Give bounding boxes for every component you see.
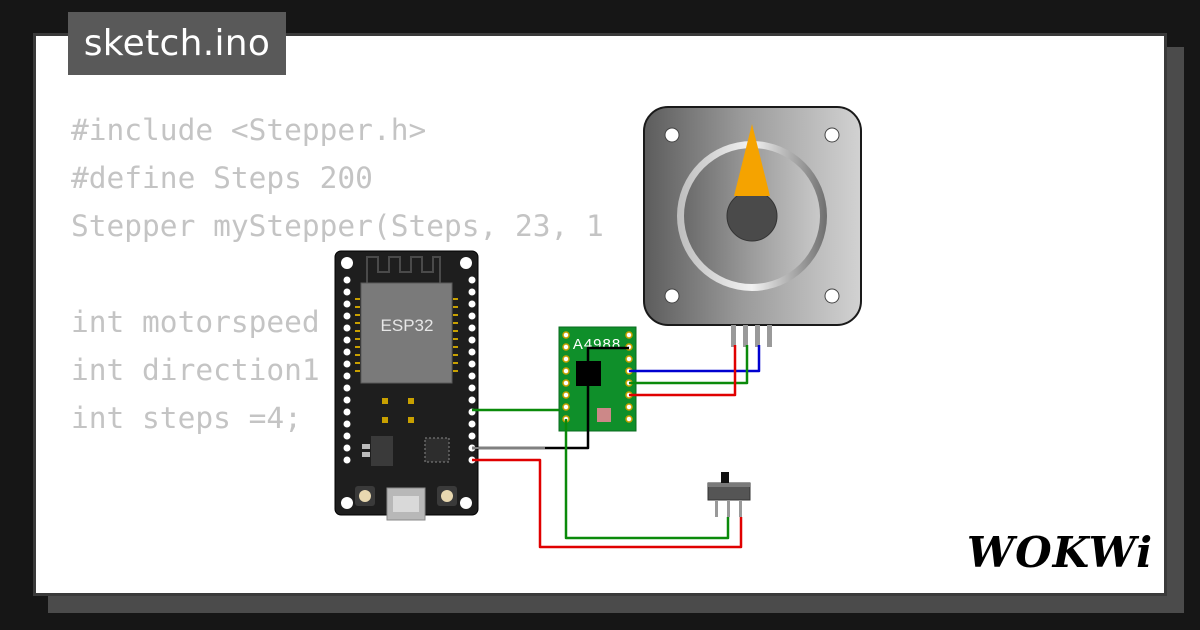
wire-switch-green (564, 419, 730, 540)
code-line-1: #include <Stepper.h> (71, 113, 427, 147)
code-line-5: int motorspeed (71, 305, 320, 339)
wires (472, 345, 761, 549)
esp32-label: ESP32 (381, 316, 434, 335)
stepper-motor-icon[interactable] (643, 106, 862, 347)
code-line-6: int direction1 (71, 353, 320, 387)
wire-switch-red (472, 458, 743, 549)
code-line-3: Stepper myStepper(Steps, 23, 1 (71, 209, 604, 243)
wire-motor-blue (629, 345, 761, 373)
a4988-label: A4988 (573, 336, 621, 353)
slide-switch-icon[interactable] (707, 472, 751, 517)
file-tab-sketch[interactable]: sketch.ino (68, 12, 286, 75)
wokwi-logo: WOKWi (967, 528, 1153, 577)
wire-motor-green (629, 345, 749, 385)
esp32-board-icon[interactable]: ESP32 (334, 250, 479, 521)
motor-pointer-icon (734, 124, 770, 196)
wire-motor-red (629, 345, 737, 397)
code-line-7: int steps =4; (71, 401, 302, 435)
code-line-2: #define Steps 200 (71, 161, 373, 195)
a4988-driver-icon[interactable]: A4988 (558, 326, 637, 432)
